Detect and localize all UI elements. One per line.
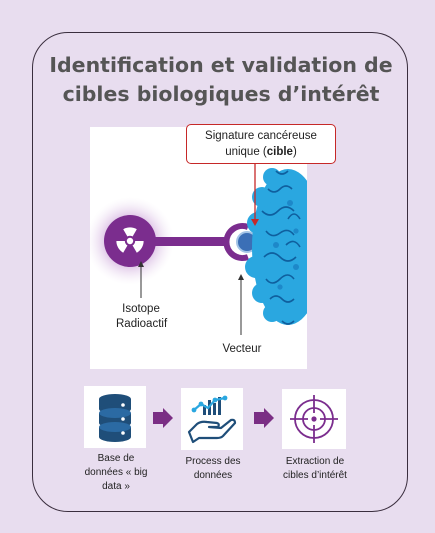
vector-pointer-head: [238, 274, 244, 280]
process-step-box: [181, 388, 243, 450]
main-card: Identification et validation de cibles b…: [32, 32, 408, 512]
step-2-line-2: données: [193, 470, 233, 481]
step-label-database: Base de données « big data »: [80, 452, 152, 494]
target-step-box: [282, 389, 346, 449]
cancer-cell: [245, 168, 307, 325]
callout-arrowhead: [251, 219, 259, 226]
isotope-label: Isotope Radioactif: [116, 302, 168, 332]
target-callout: Signature cancéreuse unique (cible): [186, 124, 336, 164]
step-arrow-2: [254, 408, 274, 428]
radiation-icon: [116, 227, 144, 253]
data-process-icon: [187, 395, 237, 444]
step-1-line-2: données « big: [84, 467, 148, 478]
step-1-line-1: Base de: [97, 453, 135, 464]
callout-suffix: ): [292, 146, 297, 158]
callout-text: Signature cancéreuse unique (: [205, 130, 317, 158]
vecteur-label: Vecteur: [222, 343, 262, 355]
linker-bar: [148, 237, 226, 246]
radioligand-illustration: [90, 127, 307, 369]
isotope-pointer-head: [138, 261, 144, 267]
step-label-process: Process des données: [176, 455, 250, 483]
callout-bold: cible: [266, 146, 293, 158]
step-3-line-2: cibles d’intérêt: [283, 470, 347, 481]
target-icon: [290, 395, 338, 443]
title-line-1: Identification et validation de: [49, 53, 393, 77]
isotope-label-line-2: Radioactif: [116, 318, 168, 330]
radioligand-diagram: [90, 163, 307, 335]
database-icon: [99, 394, 131, 442]
step-1-line-3: data »: [102, 481, 130, 492]
step-label-target: Extraction de cibles d’intérêt: [270, 455, 360, 483]
step-2-line-1: Process des: [185, 456, 241, 467]
vector-ligand: [223, 223, 250, 261]
step-arrow-1: [153, 408, 173, 428]
title-line-2: cibles biologiques d’intérêt: [62, 82, 380, 106]
isotope-label-line-1: Isotope: [122, 303, 160, 315]
step-3-line-1: Extraction de: [285, 456, 345, 467]
database-step-box: [84, 386, 146, 448]
page-title: Identification et validation de cibles b…: [33, 51, 409, 109]
